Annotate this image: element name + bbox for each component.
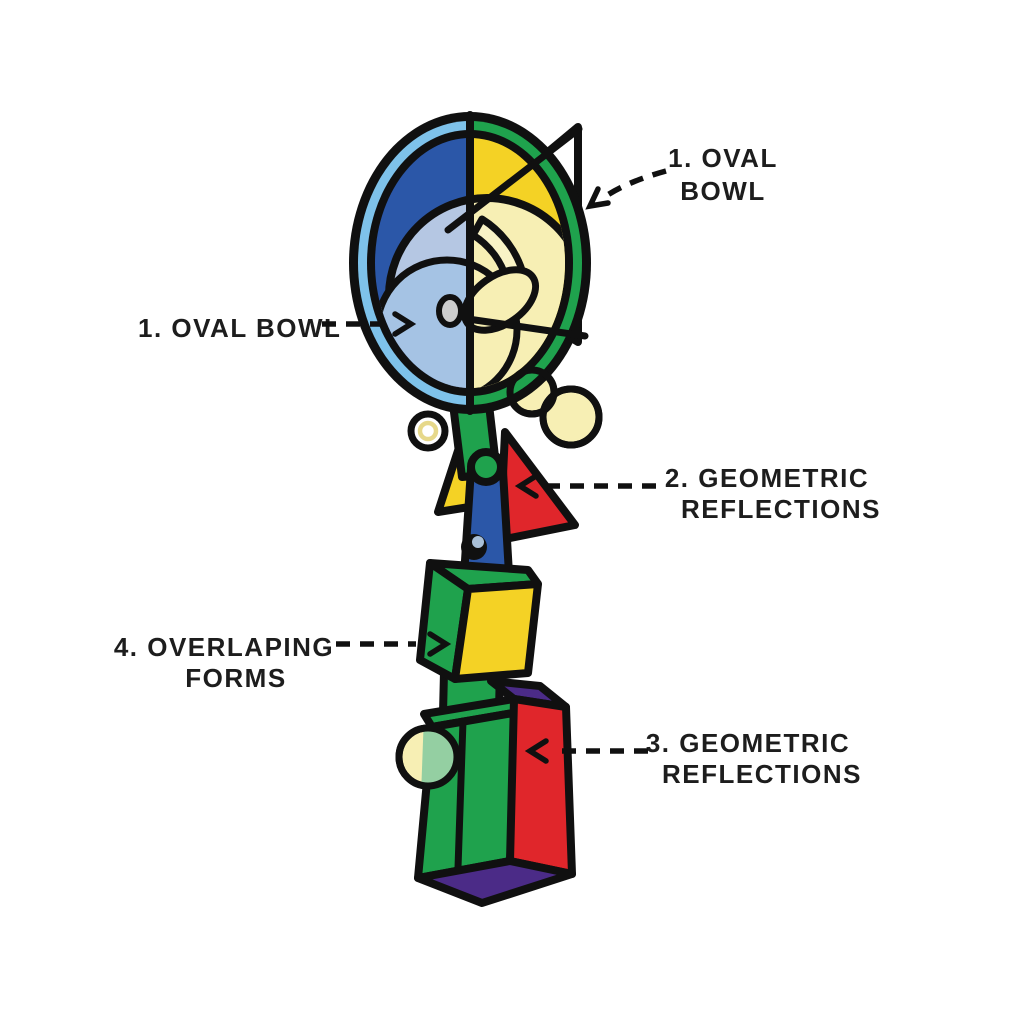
callout-dashed-line	[601, 168, 667, 201]
bottom-box-fold-line	[454, 717, 467, 872]
reflection-chord-upper	[444, 125, 583, 234]
callout-oval-bowl-left: 1. OVAL BOWL	[138, 311, 417, 343]
callout-geometric-reflections-lower: 3. GEOMETRIC REFLECTIONS	[524, 728, 862, 789]
callout-label: REFLECTIONS	[662, 759, 862, 789]
bottom-bubble-overlap	[418, 728, 457, 786]
callout-label: REFLECTIONS	[681, 494, 881, 524]
callout-oval-bowl-top: 1. OVAL BOWL	[585, 143, 778, 210]
arrowhead-icon	[514, 473, 539, 499]
gray-dot	[436, 294, 464, 328]
callout-label: 1. OVAL BOWL	[138, 313, 341, 343]
arrowhead-icon	[524, 738, 549, 764]
bottom-box-bottom-face	[414, 857, 576, 907]
sculpture	[349, 111, 603, 907]
bubble-large-outline	[539, 385, 603, 449]
middle-box-front-face	[451, 580, 542, 683]
oval-bowl	[349, 111, 591, 415]
bolt-highlight	[472, 536, 484, 548]
callout-label: 2. GEOMETRIC	[665, 463, 869, 493]
arrowhead-icon	[392, 311, 417, 337]
bottom-box	[395, 677, 576, 907]
middle-box	[416, 559, 542, 683]
bottom-bubble-outline	[395, 724, 461, 790]
callout-label: 4. OVERLAPING	[114, 632, 334, 662]
donut-inner-ring	[417, 420, 439, 442]
callouts: 1. OVAL BOWL 1. OVAL BOWL 2. GEOMETRIC R…	[114, 143, 881, 789]
reflection-chord-lower	[464, 315, 589, 340]
arrowhead-icon	[585, 186, 611, 210]
callout-label: FORMS	[185, 663, 286, 693]
callout-geometric-reflections-upper: 2. GEOMETRIC REFLECTIONS	[514, 463, 881, 524]
green-knob	[467, 448, 505, 486]
callout-label: 1. OVAL	[668, 143, 778, 173]
callout-overlaping-forms: 4. OVERLAPING FORMS	[114, 631, 452, 693]
callout-label: 3. GEOMETRIC	[646, 728, 850, 758]
callout-label: BOWL	[680, 176, 765, 206]
bottom-box-right-face	[506, 695, 576, 878]
arrowhead-icon	[427, 631, 452, 657]
